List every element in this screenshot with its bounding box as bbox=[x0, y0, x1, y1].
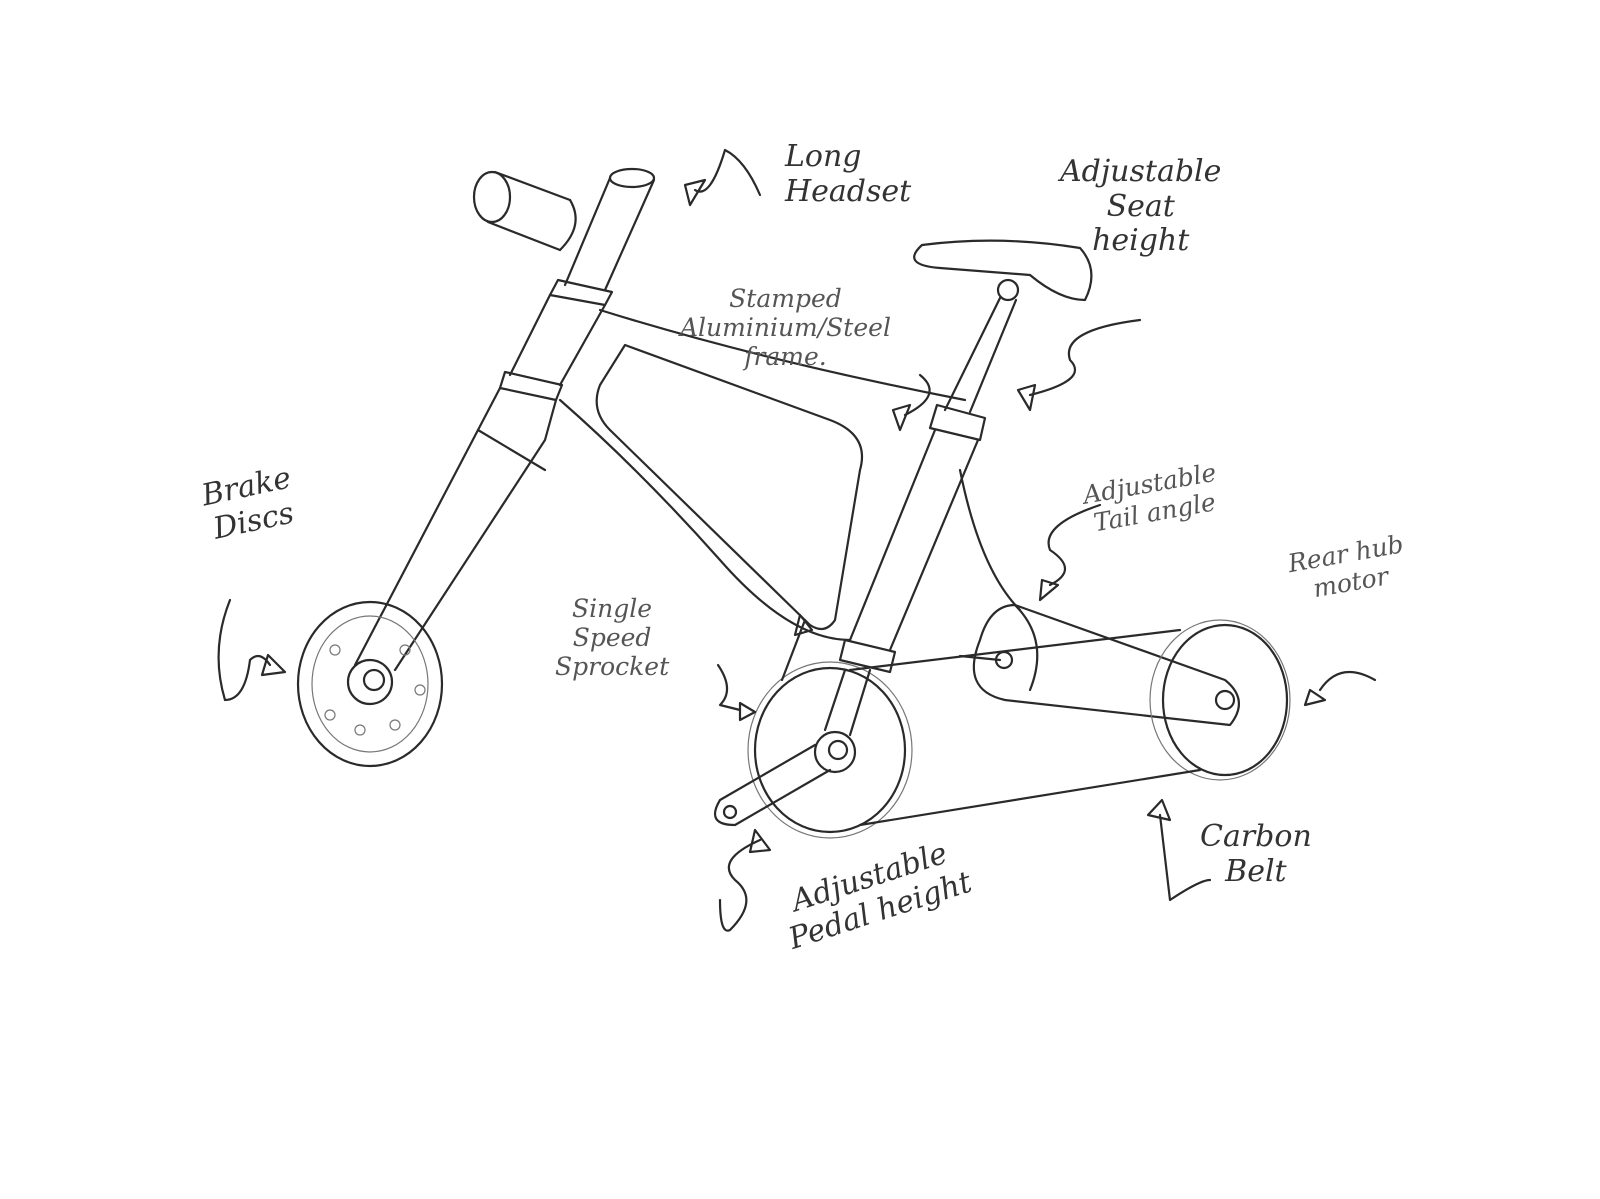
label-line: Seat bbox=[1106, 188, 1175, 224]
front-wheel-brake-disc bbox=[296, 600, 444, 768]
label-line: Stamped bbox=[729, 284, 842, 313]
label-line: Single bbox=[572, 594, 653, 623]
front-fork bbox=[353, 386, 558, 672]
carbon-belt bbox=[848, 628, 1202, 827]
sprocket-crank bbox=[713, 661, 913, 839]
rear-hub-motor-wheel bbox=[1149, 619, 1291, 781]
label-adjustable-seat-height: Adjustable Seat height bbox=[1060, 154, 1222, 259]
seat-and-post bbox=[838, 239, 1093, 674]
label-line: Belt bbox=[1225, 853, 1287, 889]
label-line: Aluminium/Steel bbox=[680, 312, 891, 342]
label-stamped-frame: Stamped Aluminium/Steel frame. bbox=[680, 284, 891, 371]
label-single-speed-sprocket: Single Speed Sprocket bbox=[555, 594, 670, 681]
label-line: Long bbox=[785, 139, 862, 174]
handlebar bbox=[472, 170, 577, 252]
tail-swingarm bbox=[958, 603, 1240, 727]
label-line: Speed bbox=[572, 622, 652, 652]
label-line: Carbon bbox=[1200, 819, 1312, 854]
label-line: Adjustable bbox=[1060, 154, 1222, 189]
label-line: Headset bbox=[785, 173, 912, 209]
label-carbon-belt: Carbon Belt bbox=[1200, 819, 1312, 889]
headset-tube bbox=[498, 167, 656, 402]
label-line: Sprocket bbox=[555, 651, 670, 681]
label-long-headset: Long Headset bbox=[785, 139, 912, 209]
label-line: height bbox=[1092, 223, 1190, 258]
annotation-arrows bbox=[217, 148, 1377, 932]
label-line: frame. bbox=[744, 341, 827, 371]
